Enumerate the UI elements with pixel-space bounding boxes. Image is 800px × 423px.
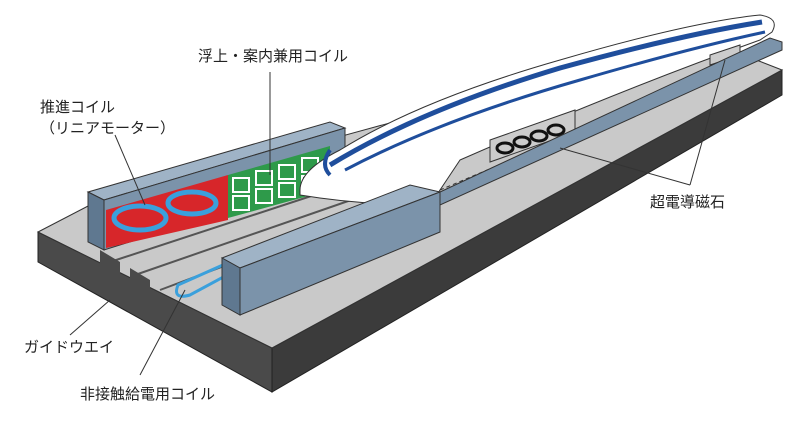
label-superconducting-magnet: 超電導磁石	[650, 193, 726, 211]
leader-lines	[69, 59, 726, 376]
right-wall	[220, 37, 783, 316]
left-wall	[86, 121, 347, 251]
label-propulsion-coil: 推進コイル	[40, 98, 116, 116]
propulsion-coil	[165, 189, 219, 217]
label-guideway: ガイドウエイ	[24, 338, 115, 356]
propulsion-coil	[111, 203, 169, 233]
maglev-train	[299, 14, 775, 206]
label-contactless-power-coil: 非接触給電用コイル	[80, 385, 216, 403]
label-levitation-guidance-coil: 浮上・案内兼用コイル	[198, 47, 349, 65]
label-propulsion-coil-sub: （リニアモーター）	[40, 119, 176, 137]
